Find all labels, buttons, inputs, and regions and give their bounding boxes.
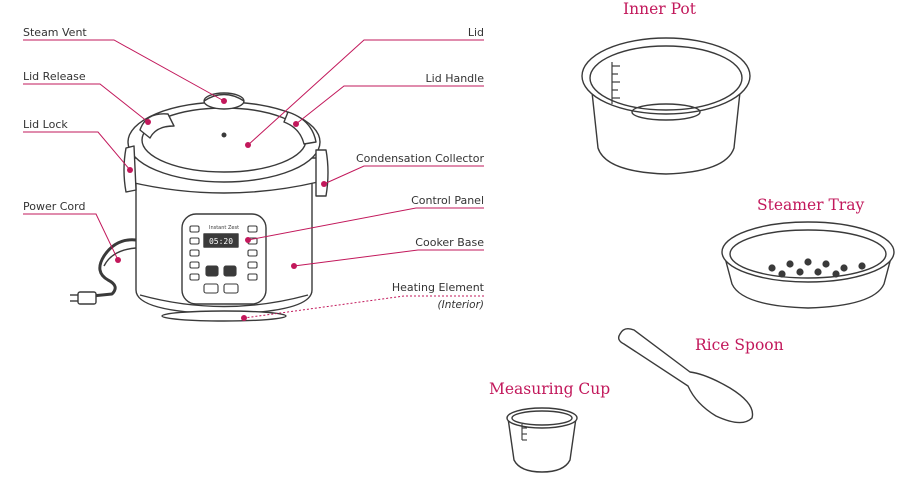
cooker-base-bottom-rim [139, 294, 309, 308]
rice-cooker [70, 92, 329, 322]
leader-dots [115, 98, 327, 321]
label-heating-element-note: (Interior) [437, 299, 485, 311]
label-condensation-collector: Condensation Collector [355, 152, 484, 165]
steamer-tray-drawing [721, 221, 895, 309]
label-power-cord: Power Cord [23, 200, 86, 213]
power-cord [91, 238, 137, 298]
label-steam-vent: Steam Vent [23, 26, 87, 39]
control-panel-frame [181, 213, 267, 305]
inner-pot-scale [611, 62, 620, 104]
label-heating-element: Heating Element [391, 281, 484, 294]
label-rice-spoon: Rice Spoon [695, 336, 784, 354]
inner-pot-drawing [581, 37, 751, 175]
rice-spoon-drawing [617, 327, 754, 424]
label-inner-pot: Inner Pot [623, 0, 696, 18]
label-lid-handle: Lid Handle [425, 72, 484, 85]
leader-lines [23, 39, 484, 319]
label-measuring-cup: Measuring Cup [489, 380, 611, 398]
steamer-tray-holes [768, 258, 866, 278]
control-panel-display-text: 05:20 [209, 237, 233, 246]
label-lid-release: Lid Release [23, 70, 86, 83]
lid-center-dot [221, 132, 227, 138]
control-panel-display [203, 233, 239, 248]
measuring-cup-drawing [506, 407, 578, 473]
label-lid-lock: Lid Lock [23, 118, 68, 131]
control-panel-brand: Instant Zest [209, 225, 239, 231]
cooker-foot [161, 310, 287, 322]
condensation-collector [315, 149, 329, 197]
label-steamer-tray: Steamer Tray [757, 196, 865, 214]
label-cooker-base: Cooker Base [415, 236, 484, 249]
control-panel-buttons [189, 225, 258, 294]
label-lid: Lid [467, 26, 484, 39]
power-plug [77, 291, 97, 305]
label-control-panel: Control Panel [411, 194, 484, 207]
